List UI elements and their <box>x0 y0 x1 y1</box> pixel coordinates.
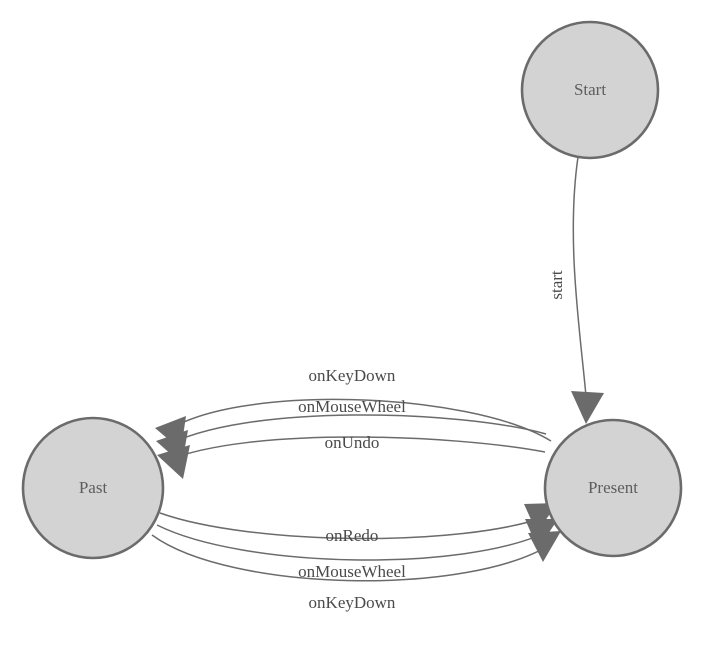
edge-label-start: start <box>547 270 566 300</box>
edge-present-to-past-onundo[interactable] <box>157 436 546 479</box>
node-start[interactable]: Start <box>520 20 660 160</box>
node-present[interactable]: Present <box>543 418 683 558</box>
node-present-circle <box>543 418 683 558</box>
edge-past-to-present-onkeydown[interactable] <box>151 531 561 582</box>
node-present-label: Present <box>588 478 638 497</box>
arrowhead-present-past-3 <box>157 445 190 479</box>
arrowhead-start-present <box>571 391 604 424</box>
edge-label-past-present-onkeydown: onKeyDown <box>309 593 396 612</box>
node-past-label: Past <box>79 478 108 497</box>
edge-start-to-present[interactable] <box>571 156 604 424</box>
edge-label-past-present-onredo: onRedo <box>326 526 379 545</box>
node-past-circle <box>21 416 165 560</box>
node-past[interactable]: Past <box>21 416 165 560</box>
node-start-circle <box>520 20 660 160</box>
node-start-label: Start <box>574 80 606 99</box>
edge-label-past-present-onmousewheel: onMouseWheel <box>298 562 406 581</box>
edge-label-present-past-onkeydown: onKeyDown <box>309 366 396 385</box>
edge-path-past-present-1 <box>159 512 549 540</box>
edge-path-start-present <box>572 156 587 397</box>
edge-path-past-present-3 <box>151 534 554 582</box>
edge-path-present-past-3 <box>165 436 546 462</box>
edge-path-present-past-1 <box>162 398 552 442</box>
arrowhead-past-present-3 <box>528 531 561 562</box>
edge-path-past-present-2 <box>156 524 550 561</box>
edge-label-present-past-onmousewheel: onMouseWheel <box>298 397 406 416</box>
edge-path-present-past-2 <box>163 414 547 448</box>
edge-label-present-past-onundo: onUndo <box>325 433 380 452</box>
